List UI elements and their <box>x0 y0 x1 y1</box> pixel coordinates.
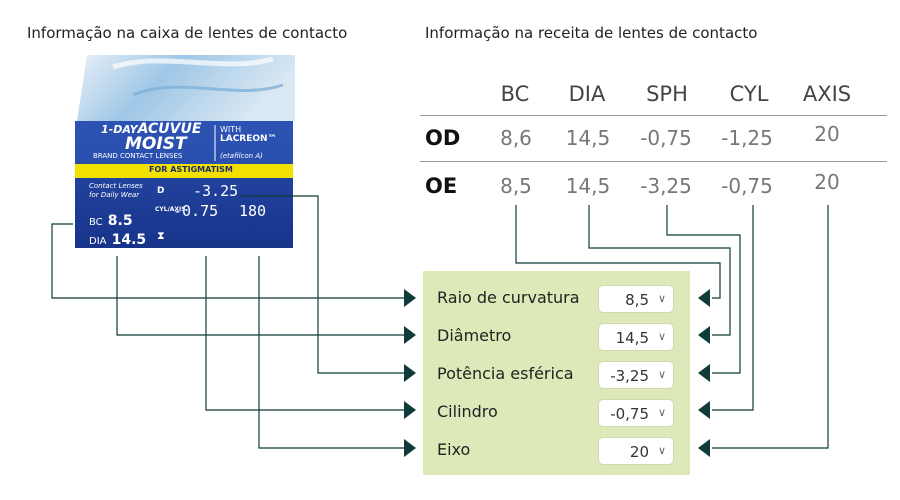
connector-sph <box>241 196 405 373</box>
connector-rx-dia <box>589 205 730 335</box>
arrow-right-icon <box>404 364 416 382</box>
connector-axis <box>259 256 405 448</box>
connector-dia <box>117 256 405 335</box>
connector-rx-bc <box>516 205 720 298</box>
arrow-left-icon <box>698 289 710 307</box>
arrow-right-icon <box>404 439 416 457</box>
arrow-left-icon <box>698 401 710 419</box>
arrow-right-icon <box>404 326 416 344</box>
arrow-right-icon <box>404 401 416 419</box>
connector-cyl <box>206 256 405 410</box>
arrow-left-icon <box>698 439 710 457</box>
connector-rx-cyl <box>712 205 753 410</box>
connector-bc <box>52 224 405 298</box>
arrow-left-icon <box>698 326 710 344</box>
connector-rx-sph <box>667 205 740 373</box>
arrow-right-icon <box>404 289 416 307</box>
arrow-left-icon <box>698 364 710 382</box>
